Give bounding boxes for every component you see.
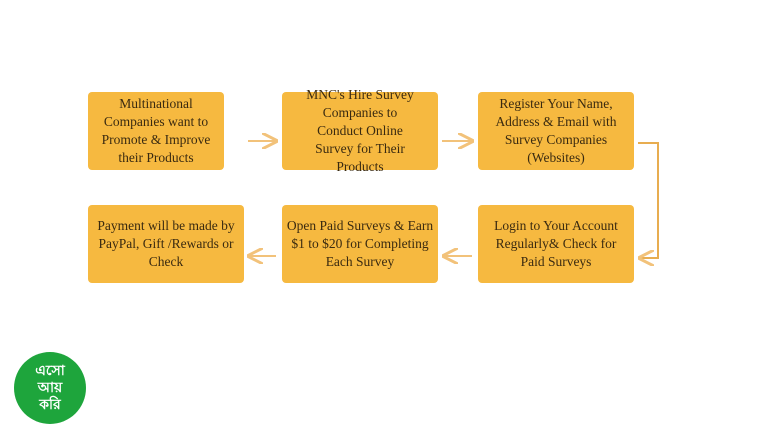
step-1-box: Multinational Companies want to Promote … (88, 92, 224, 170)
logo-line: করি (39, 396, 61, 413)
logo-line: এসো (35, 362, 65, 379)
step-text: Open Paid Surveys & Earn $1 to $20 for C… (286, 218, 434, 269)
step-2-box: MNC's Hire Survey Companies to Conduct O… (282, 87, 438, 174)
step-text: Login to Your Account Regularly& Check f… (494, 218, 618, 269)
logo-badge: এসো আয় করি (14, 352, 86, 424)
step-text: Payment will be made by PayPal, Gift /Re… (97, 218, 235, 269)
logo-line: আয় (37, 379, 63, 396)
step-4-box: Login to Your Account Regularly& Check f… (478, 205, 634, 283)
step-6-box: Payment will be made by PayPal, Gift /Re… (88, 205, 244, 283)
step-text: Multinational Companies want to Promote … (101, 96, 211, 165)
step-text: Register Your Name, Address & Email with… (495, 96, 617, 165)
step-3-box: Register Your Name, Address & Email with… (478, 92, 634, 170)
arrow-3-4 (638, 142, 659, 258)
step-text: MNC's Hire Survey Companies to Conduct O… (306, 87, 414, 174)
step-5-box: Open Paid Surveys & Earn $1 to $20 for C… (282, 205, 438, 283)
